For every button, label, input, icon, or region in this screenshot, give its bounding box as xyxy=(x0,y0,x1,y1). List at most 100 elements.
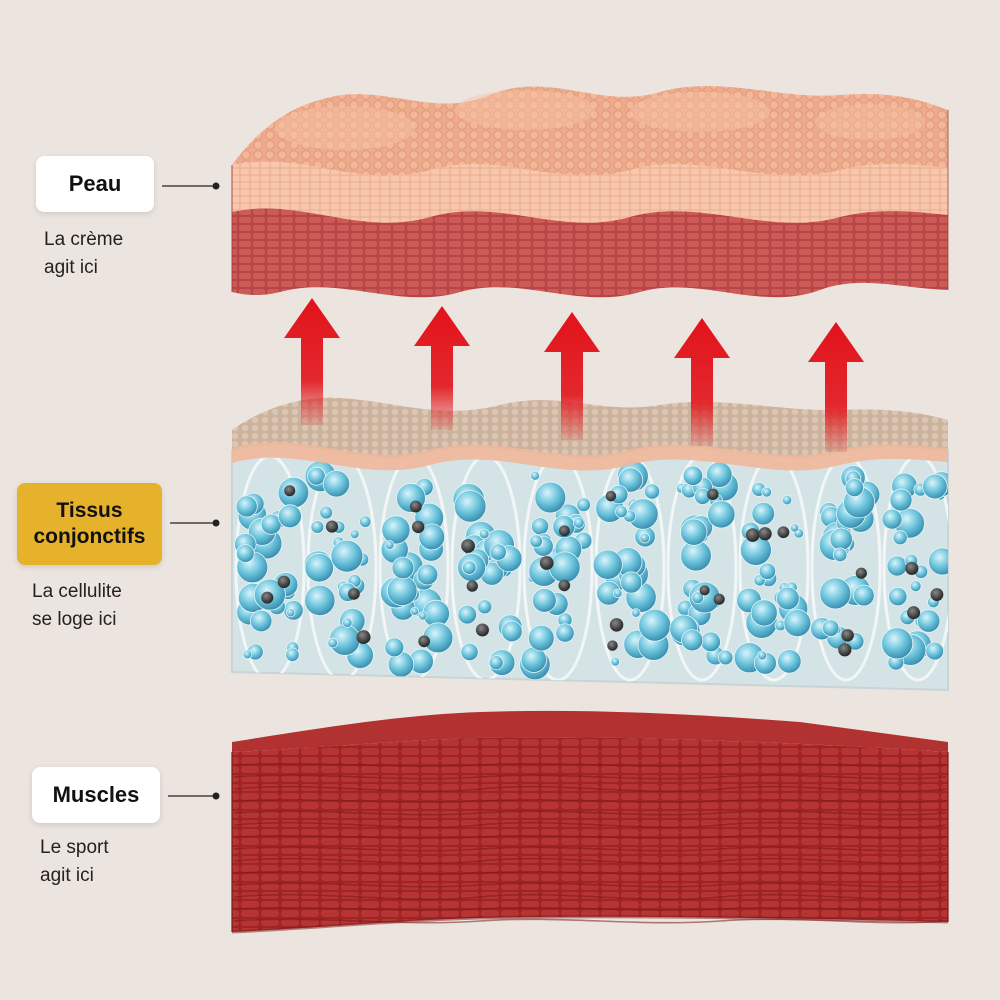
fat-cell xyxy=(304,553,334,583)
connector-peau xyxy=(162,182,220,190)
fat-cell xyxy=(319,505,333,520)
fat-cell xyxy=(681,629,704,652)
fat-cell xyxy=(852,584,875,607)
arrows xyxy=(284,298,864,452)
skin-block xyxy=(231,85,949,298)
fat-cell xyxy=(416,563,439,586)
fat-cell xyxy=(916,609,941,633)
fat-cell xyxy=(643,483,661,500)
fat-cell xyxy=(236,544,255,563)
fat-cell xyxy=(761,486,773,498)
caption-muscles-line2: agit ici xyxy=(40,865,94,886)
caption-tissus-line2: se loge ici xyxy=(32,609,117,630)
caption-muscles: Le sport agit ici xyxy=(40,834,109,890)
fat-cell xyxy=(777,649,802,674)
fat-cell xyxy=(530,470,540,481)
fat-cell xyxy=(888,587,908,607)
fat-cell xyxy=(342,617,353,628)
muscle-fiber xyxy=(233,882,947,888)
fat-cell xyxy=(892,530,908,546)
fat-cell xyxy=(528,624,555,652)
label-tissus: Tissus conjonctifs xyxy=(17,483,162,565)
fat-cell xyxy=(691,591,704,604)
dark-particle xyxy=(539,556,554,570)
fat-cell xyxy=(478,528,490,540)
arrow-up-icon xyxy=(808,322,864,452)
fat-cell xyxy=(819,577,852,610)
dark-particle xyxy=(466,580,478,592)
fat-cell xyxy=(381,515,411,545)
muscle-fiber xyxy=(233,871,947,875)
dark-particle xyxy=(475,623,489,637)
fat-cell xyxy=(386,575,418,607)
arrow-up-icon xyxy=(674,318,730,446)
caption-tissus: La cellulite se loge ici xyxy=(32,578,122,634)
fat-cell xyxy=(359,515,372,528)
label-muscles-text: Muscles xyxy=(52,782,140,807)
dark-particle xyxy=(609,618,624,632)
dark-particle xyxy=(284,485,296,497)
dark-particle xyxy=(745,528,760,542)
dark-particle xyxy=(855,567,867,579)
fat-cell xyxy=(829,527,853,551)
dark-particle xyxy=(348,587,360,600)
dark-particle xyxy=(930,588,944,601)
fat-cell xyxy=(638,608,672,642)
label-muscles: Muscles xyxy=(32,767,160,823)
fat-cell xyxy=(700,631,721,653)
muscle-fiber xyxy=(233,810,947,816)
fat-cell xyxy=(576,497,591,513)
fat-cell xyxy=(249,609,273,633)
label-peau: Peau xyxy=(36,156,154,212)
fat-cell xyxy=(617,467,644,493)
fat-cell xyxy=(384,540,395,550)
fat-cell xyxy=(922,473,948,500)
fat-cell xyxy=(286,608,296,618)
dark-particle xyxy=(777,526,790,539)
fat-cell xyxy=(821,619,840,637)
muscle-fiber xyxy=(233,821,947,829)
caption-muscles-line1: Le sport xyxy=(40,837,109,858)
fat-cell xyxy=(548,551,581,584)
fat-cell xyxy=(534,481,567,514)
arrow-up-icon xyxy=(544,312,600,440)
dark-particle xyxy=(356,630,371,645)
muscle-fiber xyxy=(233,835,947,839)
fat-cell xyxy=(751,501,776,526)
fat-cell xyxy=(454,490,487,523)
muscle-fiber xyxy=(233,893,947,901)
fat-cell xyxy=(631,608,641,618)
dark-particle xyxy=(607,640,618,651)
fat-cell xyxy=(680,518,708,546)
dark-particle xyxy=(409,500,422,513)
fat-cell xyxy=(776,586,800,611)
fat-cell xyxy=(909,580,922,593)
connector-tissus xyxy=(170,519,220,527)
label-tissus-line1: Tissus xyxy=(56,499,123,522)
fat-cell xyxy=(501,620,523,643)
fat-cell xyxy=(783,609,812,637)
fat-cell xyxy=(620,571,643,594)
connective-tissue-block xyxy=(231,397,949,692)
muscle-fiber xyxy=(233,846,947,852)
fat-cell xyxy=(304,584,336,617)
dark-particle xyxy=(418,635,431,648)
fat-cell xyxy=(384,637,405,658)
fat-cell xyxy=(889,488,913,512)
dark-particle xyxy=(461,539,475,553)
fat-cell xyxy=(707,500,736,529)
arrow-up-icon xyxy=(414,306,470,430)
fat-cell xyxy=(330,539,364,573)
muscle-block xyxy=(231,710,949,934)
fat-cell xyxy=(750,599,778,627)
fat-cell xyxy=(790,523,800,533)
fat-cell xyxy=(612,588,623,599)
dark-particle xyxy=(277,575,291,589)
muscle-fiber xyxy=(233,857,947,865)
dark-particle xyxy=(411,520,425,534)
fat-cell xyxy=(462,560,477,575)
caption-peau-line1: La crème xyxy=(44,229,124,250)
dark-particle xyxy=(907,606,921,620)
fat-cell xyxy=(391,556,415,580)
